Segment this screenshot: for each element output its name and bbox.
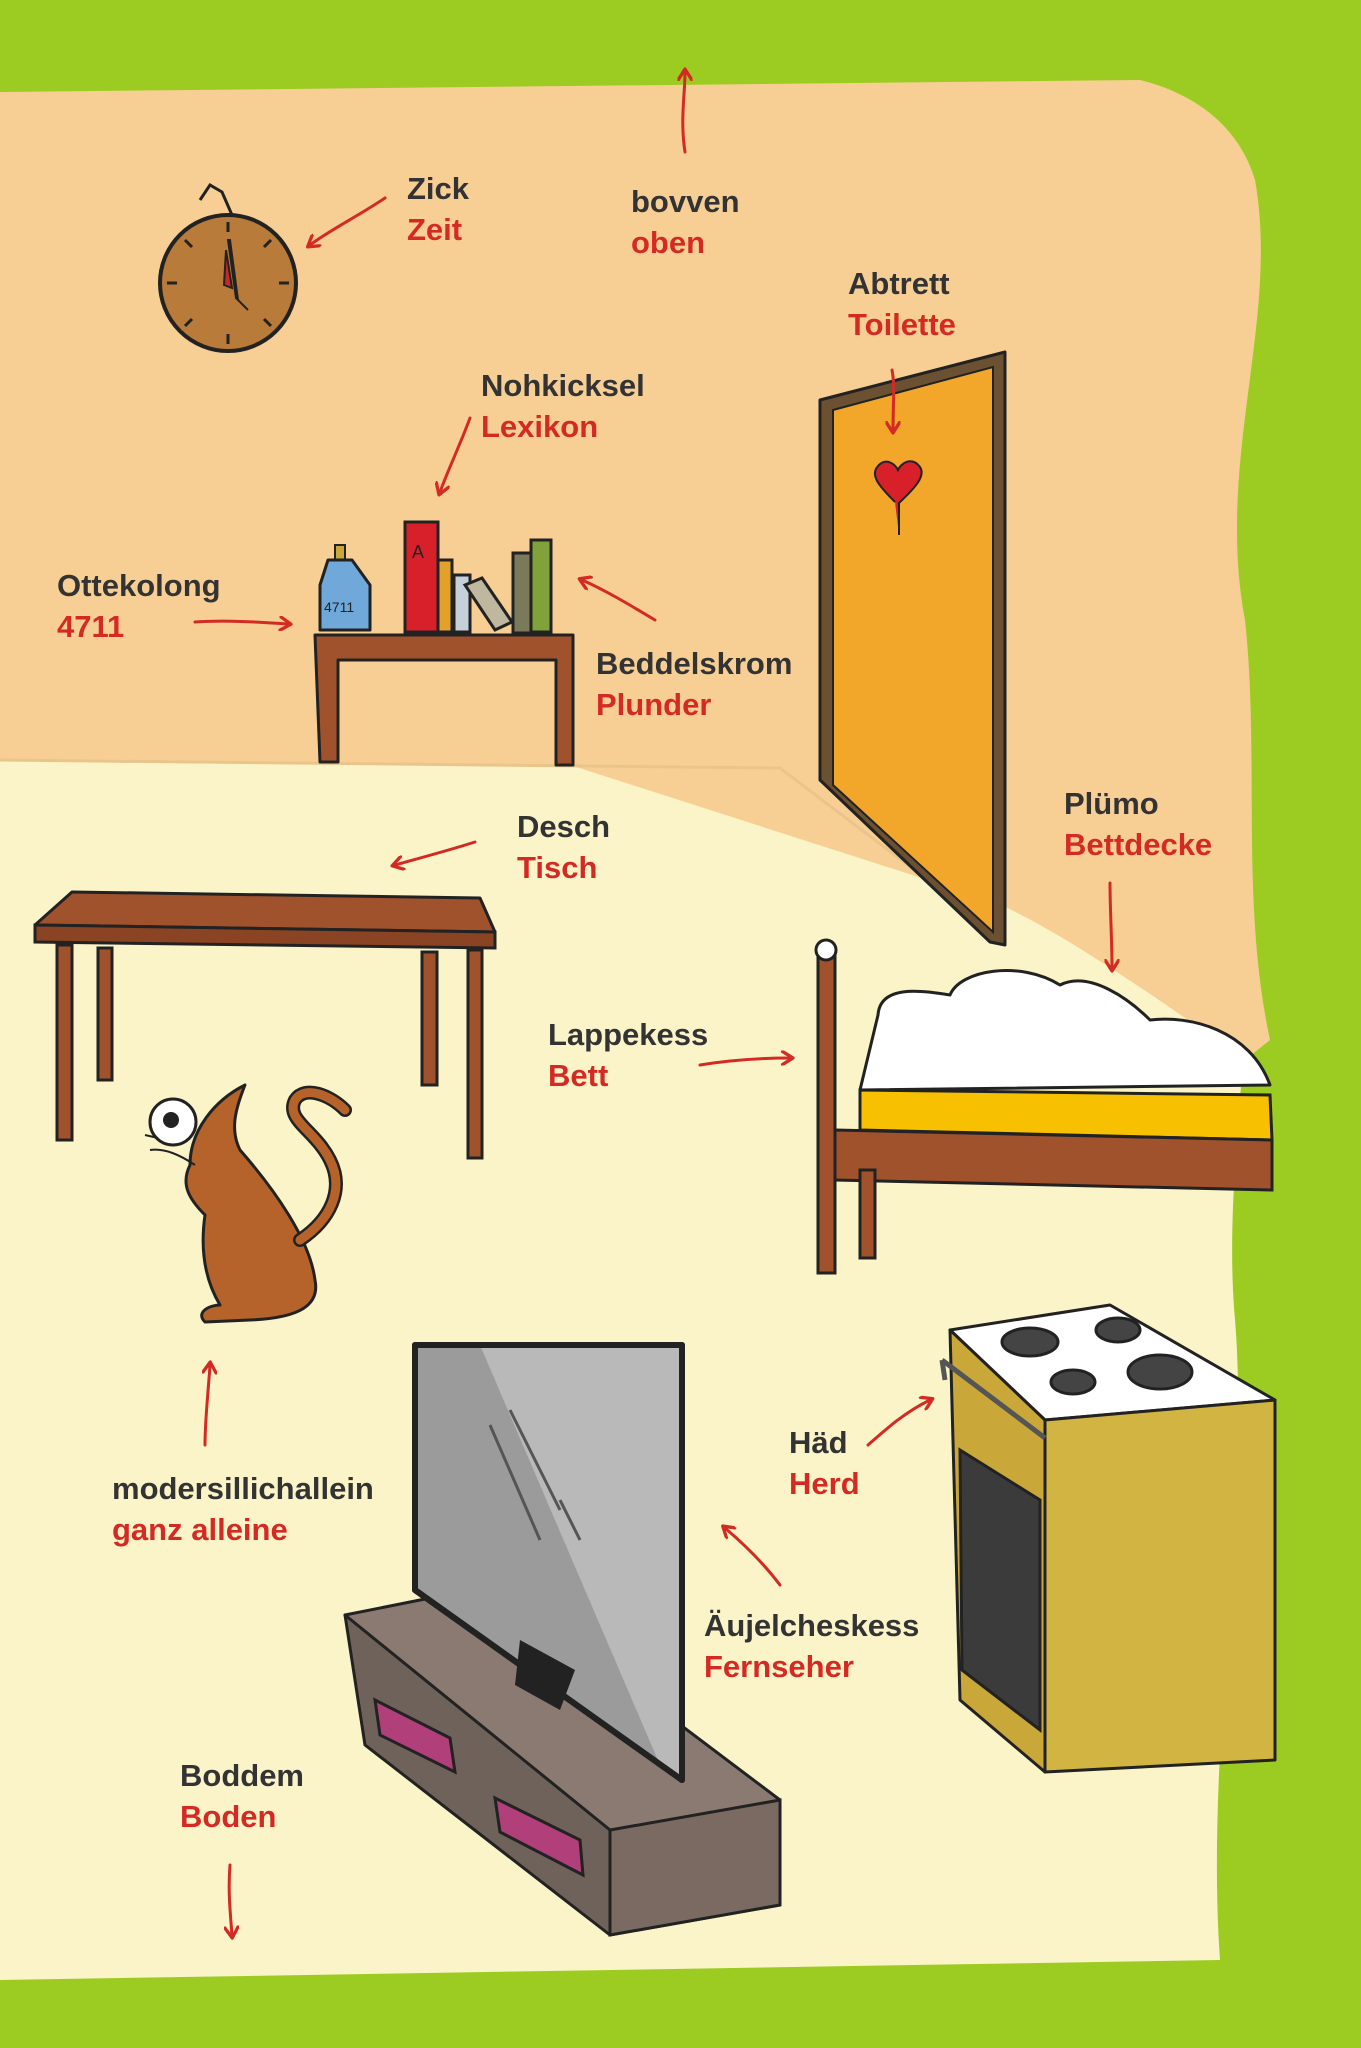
label-table-dialect: Desch xyxy=(517,809,611,844)
label-floor: Boddem Boden xyxy=(180,1755,304,1837)
cat-icon xyxy=(144,1083,352,1324)
label-book-german: Lexikon xyxy=(481,409,599,444)
shelf-table xyxy=(313,633,575,767)
label-book: Nohkicksel Lexikon xyxy=(481,365,645,447)
label-toilet-german: Toilette xyxy=(848,307,956,342)
perfume-bottle-icon: 4711 xyxy=(318,544,372,632)
book xyxy=(436,558,454,634)
label-floor-german: Boden xyxy=(180,1799,277,1834)
label-junk-dialect: Beddelskrom xyxy=(596,646,793,681)
label-stove-dialect: Häd xyxy=(789,1425,848,1460)
arrow-floor xyxy=(229,1863,232,1935)
label-arrows xyxy=(193,72,1112,1935)
label-clock: Zick Zeit xyxy=(407,168,469,250)
arrow-table xyxy=(395,840,477,865)
label-junk: Beddelskrom Plunder xyxy=(596,643,792,725)
books: A xyxy=(403,520,553,635)
label-perfume: Ottekolong 4711 xyxy=(57,565,221,647)
label-toilet-dialect: Abtrett xyxy=(848,266,950,301)
wall-clock-icon xyxy=(158,182,298,353)
stove-icon xyxy=(939,1303,1277,1774)
arrow-blanket xyxy=(1110,881,1112,968)
book xyxy=(511,551,533,635)
television-icon xyxy=(412,1342,685,1783)
arrow-toilet xyxy=(892,368,894,430)
label-clock-dialect: Zick xyxy=(407,171,470,206)
label-clock-german: Zeit xyxy=(407,212,463,247)
label-stove: Häd Herd xyxy=(789,1422,860,1504)
arrow-cat xyxy=(205,1365,210,1447)
door xyxy=(818,350,1007,947)
table-icon xyxy=(33,890,497,1160)
label-alone-dialect: modersillichallein xyxy=(112,1471,374,1506)
label-tv: Äujelcheskess Fernseher xyxy=(704,1605,919,1687)
arrow-junk xyxy=(582,580,657,622)
heart-icon xyxy=(873,460,923,535)
label-tv-german: Fernseher xyxy=(704,1649,854,1684)
book-a-icon: A xyxy=(403,520,440,634)
label-blanket-dialect: Plümo xyxy=(1064,786,1159,821)
arrow-bed xyxy=(698,1058,790,1067)
perfume-bottle-label: 4711 xyxy=(324,599,354,615)
label-junk-german: Plunder xyxy=(596,687,712,722)
label-table: Desch Tisch xyxy=(517,806,610,888)
label-tv-dialect: Äujelcheskess xyxy=(704,1608,920,1643)
label-bed: Lappekess Bett xyxy=(548,1014,708,1096)
arrow-book xyxy=(440,416,472,492)
label-alone: modersillichallein ganz alleine xyxy=(112,1468,374,1550)
label-alone-german: ganz alleine xyxy=(112,1512,288,1547)
tv-cabinet xyxy=(343,1583,782,1937)
arrow-perfume xyxy=(193,621,288,624)
label-toilet: Abtrett Toilette xyxy=(848,263,956,345)
label-floor-dialect: Boddem xyxy=(180,1758,304,1793)
book xyxy=(452,573,472,634)
label-book-dialect: Nohkicksel xyxy=(481,368,645,403)
arrow-stove xyxy=(866,1400,930,1447)
label-up-dialect: bovven xyxy=(631,184,740,219)
label-blanket-german: Bettdecke xyxy=(1064,827,1213,862)
label-table-german: Tisch xyxy=(517,850,598,885)
label-perfume-dialect: Ottekolong xyxy=(57,568,221,603)
label-stove-german: Herd xyxy=(789,1466,860,1501)
arrow-tv xyxy=(725,1528,782,1587)
arrow-clock xyxy=(310,196,387,245)
label-blanket: Plümo Bettdecke xyxy=(1064,783,1212,865)
book-letter: A xyxy=(412,542,424,562)
label-bed-german: Bett xyxy=(548,1058,609,1093)
label-bed-dialect: Lappekess xyxy=(548,1017,709,1052)
label-up-german: oben xyxy=(631,225,706,260)
label-perfume-german: 4711 xyxy=(57,609,125,644)
arrow-up-top xyxy=(683,72,685,154)
label-up: bovven oben xyxy=(631,181,740,263)
book xyxy=(529,538,553,634)
bed-icon xyxy=(814,938,1274,1275)
